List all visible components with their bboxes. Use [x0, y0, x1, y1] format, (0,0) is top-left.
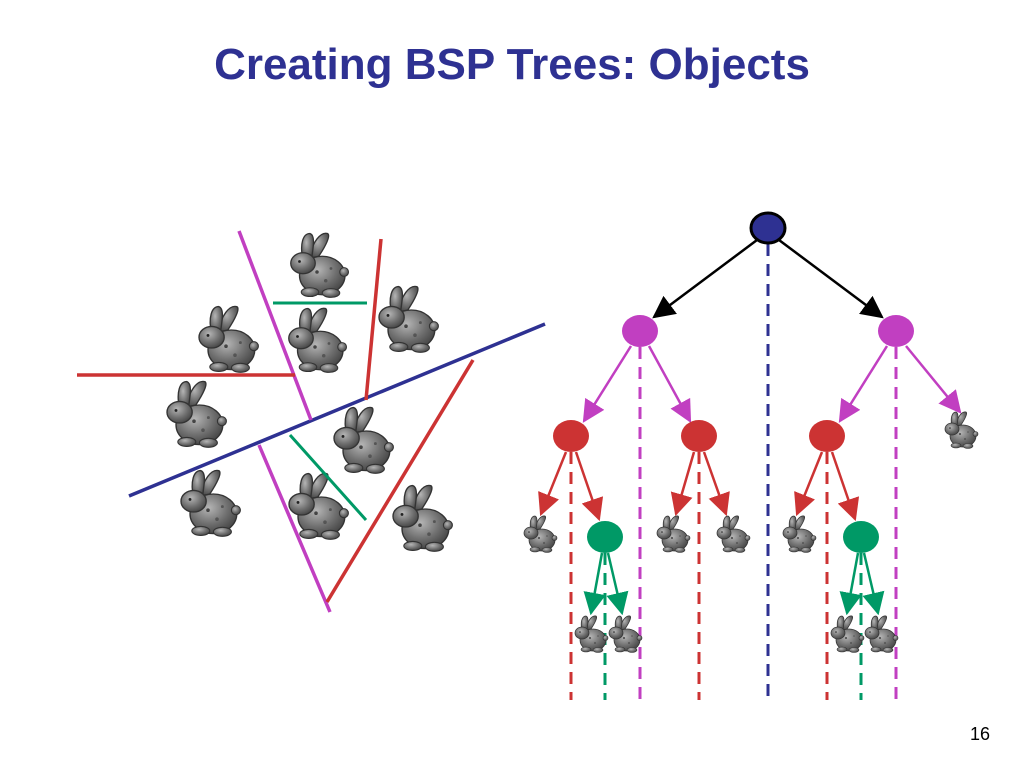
- tree-edge: [647, 345, 692, 423]
- bunny-icon: [288, 307, 348, 374]
- tree-edge: [606, 552, 629, 616]
- tree-edge: [794, 451, 824, 517]
- tree-node-green: [587, 521, 623, 553]
- tree-edge: [538, 451, 568, 517]
- tree-edge: [839, 552, 862, 616]
- bunny-icon: [574, 615, 609, 653]
- tree-node-red: [681, 420, 717, 452]
- tree-edge: [652, 238, 758, 319]
- bunny-icon: [782, 515, 817, 553]
- root-node: [749, 211, 787, 245]
- partition-line-green-lower: [288, 434, 368, 521]
- tree-node-magenta: [622, 315, 658, 347]
- tree-edge: [670, 451, 696, 517]
- bunny-icon: [333, 406, 395, 474]
- bunny-icon: [830, 615, 865, 653]
- bunny-icon: [656, 515, 691, 553]
- tree-edge: [905, 345, 962, 414]
- partition-line-red-lower: [325, 359, 475, 603]
- slide-title: Creating BSP Trees: Objects: [214, 40, 810, 89]
- tree-edge: [838, 345, 889, 423]
- bsp-tree: [523, 211, 979, 700]
- bunny-icon: [288, 472, 350, 540]
- partition-line-magenta-lower: [257, 444, 332, 613]
- bunny-icon: [290, 232, 350, 299]
- tree-edge: [778, 238, 884, 319]
- bunny-icon: [166, 380, 228, 448]
- tree-edge: [830, 451, 860, 522]
- tree-node-red: [553, 420, 589, 452]
- bunny-icon: [944, 411, 979, 449]
- bunny-icon: [180, 469, 242, 537]
- bunny-icon: [864, 615, 899, 653]
- partition-line-magenta-upper: [237, 230, 313, 421]
- tree-node-magenta: [878, 315, 914, 347]
- spatial-partition: [77, 230, 546, 613]
- bunny-icon: [378, 285, 440, 353]
- tree-edge: [583, 552, 606, 616]
- tree-edge: [862, 552, 885, 616]
- bunny-icon: [392, 484, 454, 552]
- partition-line-red-upper: [364, 238, 383, 401]
- tree-edge: [702, 451, 730, 517]
- tree-node-red: [809, 420, 845, 452]
- bunny-icon: [198, 305, 260, 373]
- bunny-icon: [608, 615, 643, 653]
- partition-line-blue: [128, 322, 546, 498]
- tree-edge: [582, 345, 633, 423]
- bunny-icon: [716, 515, 751, 553]
- page-number: 16: [969, 724, 990, 744]
- tree-edge: [574, 451, 604, 522]
- tree-node-green: [843, 521, 879, 553]
- bunny-icon: [523, 515, 558, 553]
